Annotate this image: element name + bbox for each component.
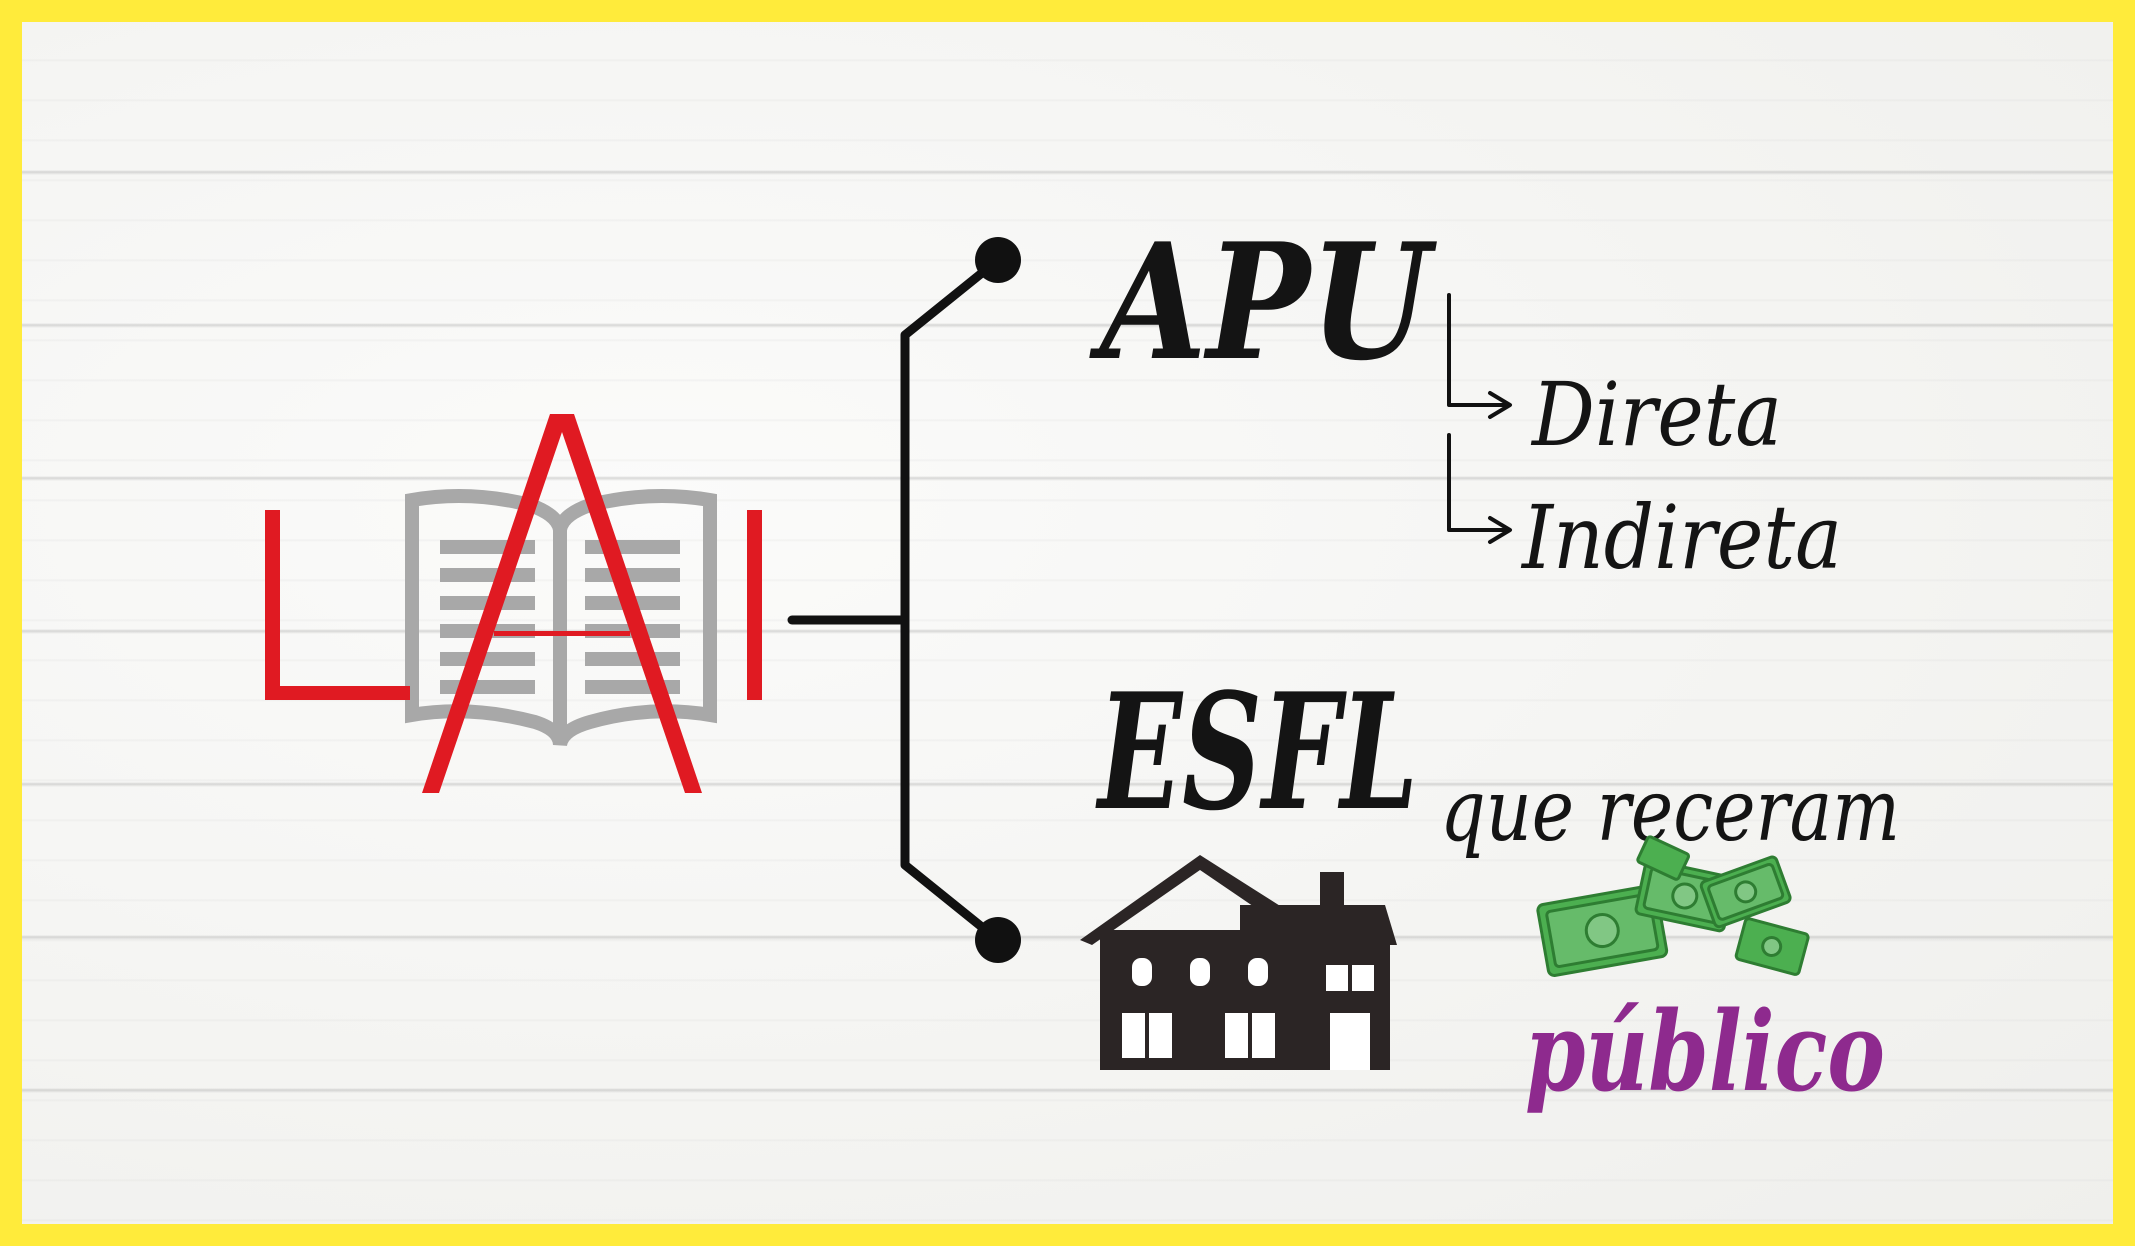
- money-bills-icon: [1536, 835, 1810, 977]
- letter-l-foot: [265, 686, 410, 700]
- esfl-label: ESFL: [1095, 658, 1418, 846]
- arrow-direta-icon: [1447, 293, 1512, 419]
- diagram-canvas: APU Direta Indireta ESFL que receram: [265, 208, 1900, 1116]
- sub-arrows: [1447, 293, 1512, 544]
- letter-l-stem: [265, 510, 280, 700]
- house-icon: [1080, 855, 1397, 1070]
- arrow-indireta-icon: [1447, 433, 1512, 544]
- apu-label: APU: [1089, 208, 1437, 396]
- letter-a-crossbar: [494, 631, 630, 636]
- branch-dot-bottom: [975, 917, 1021, 963]
- letter-i: [747, 510, 762, 700]
- branch-bracket: [787, 255, 1003, 945]
- lai-logo: [265, 414, 762, 793]
- branch-dot-top: [975, 237, 1021, 283]
- apu-child-indireta: Indireta: [1520, 486, 1842, 589]
- lai-letters: [265, 414, 762, 793]
- apu-child-direta: Direta: [1530, 363, 1782, 466]
- esfl-footer-publico: público: [1525, 987, 1885, 1116]
- letter-a: [422, 414, 702, 793]
